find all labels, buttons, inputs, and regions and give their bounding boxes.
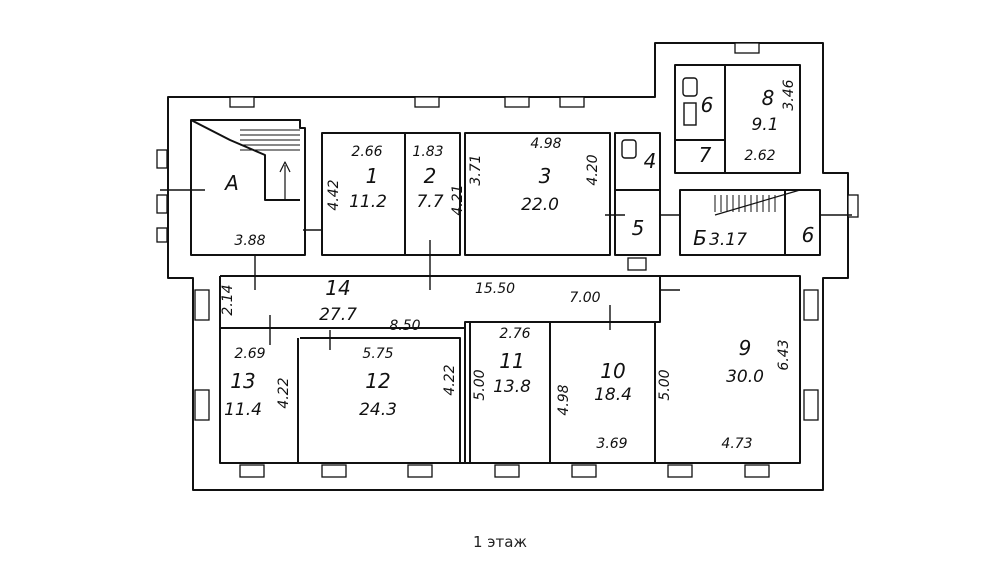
window	[156, 149, 168, 169]
room-number: 1	[366, 164, 379, 188]
stair-arrow-head	[279, 161, 291, 173]
toilet	[621, 139, 637, 159]
dimension-label: 7.00	[569, 290, 600, 306]
window	[744, 464, 770, 478]
sink	[683, 102, 697, 126]
window	[571, 464, 597, 478]
dimension-label: 5.00	[657, 369, 673, 400]
toilet	[682, 77, 698, 97]
dimension-label: 2.69	[234, 346, 265, 362]
walls	[167, 42, 849, 491]
window	[559, 96, 585, 108]
floor-caption: 1 этаж	[473, 533, 527, 551]
room-area: 13.8	[493, 377, 531, 397]
window	[734, 42, 760, 54]
window	[194, 289, 210, 321]
fixtures	[160, 77, 852, 350]
room-number: 9	[739, 336, 752, 360]
dimension-label: 3.69	[596, 436, 627, 452]
dimension-label: 5.75	[362, 346, 393, 362]
dimension-label: 2.14	[220, 284, 236, 315]
room-area: 24.3	[359, 400, 397, 420]
window	[156, 227, 168, 243]
dimension-label: 6.43	[776, 339, 792, 370]
window	[667, 464, 693, 478]
dimension-label: 4.20	[585, 154, 601, 185]
room-number: 10	[600, 359, 625, 383]
window	[239, 464, 265, 478]
room-number: 8	[762, 86, 775, 110]
window	[803, 289, 819, 321]
room-area: 27.7	[319, 305, 357, 325]
wall-segment	[679, 189, 821, 256]
room-area: 3.17	[709, 230, 747, 250]
window	[414, 96, 440, 108]
wall-segment	[190, 119, 306, 256]
stair-outline	[190, 119, 300, 201]
window	[847, 194, 859, 218]
window	[321, 464, 347, 478]
dimension-label: 5.00	[472, 369, 488, 400]
dimension-label: 3.46	[781, 79, 797, 110]
dimension-label: 4.42	[326, 179, 342, 210]
dimension-label: 4.21	[450, 184, 466, 215]
window	[494, 464, 520, 478]
dimension-label: 4.73	[721, 436, 752, 452]
stair-outline	[714, 189, 801, 216]
room-area: 7.7	[416, 192, 443, 212]
room-number: 13	[230, 369, 255, 393]
wall-segment	[167, 42, 849, 491]
wall-segment	[464, 132, 611, 256]
wall-segment	[674, 64, 801, 174]
window	[194, 389, 210, 421]
room-number: 6	[802, 223, 815, 247]
dimension-label: 4.98	[530, 136, 561, 152]
room-number: 7	[699, 143, 712, 167]
dimension-label: 3.88	[234, 233, 265, 249]
room-area: 9.1	[751, 115, 778, 135]
window	[229, 96, 255, 108]
room-number: 5	[632, 216, 645, 240]
dimension-label: 15.50	[475, 281, 515, 297]
room-number: А	[223, 171, 239, 195]
openings	[156, 42, 859, 478]
room-number: 3	[539, 164, 552, 188]
room-number: 12	[365, 369, 390, 393]
dimension-label: 2.66	[351, 144, 382, 160]
wall-segment	[300, 337, 461, 463]
dimension-label: 4.22	[276, 377, 292, 408]
room-area: 11.4	[224, 400, 262, 420]
wall-segment	[464, 276, 661, 463]
dimension-label: 1.83	[412, 144, 443, 160]
window	[803, 389, 819, 421]
room-number: 4	[644, 149, 657, 173]
wall-segment	[321, 132, 461, 256]
room-number: 6	[701, 93, 714, 117]
wall-segment	[219, 275, 801, 464]
room-number: 11	[499, 349, 524, 373]
window	[504, 96, 530, 108]
dimension-label: 8.50	[389, 318, 420, 334]
room-area: 18.4	[594, 385, 632, 405]
dimension-label: 4.22	[442, 364, 458, 395]
room-number: 14	[325, 276, 350, 300]
room-number: Б	[693, 226, 707, 250]
window	[156, 194, 168, 214]
room-area: 22.0	[521, 195, 559, 215]
dimension-label: 2.76	[499, 326, 530, 342]
room-area: 11.2	[349, 192, 387, 212]
dimension-label: 3.71	[468, 154, 484, 185]
room-number: 2	[424, 164, 437, 188]
window	[407, 464, 433, 478]
room-area: 30.0	[726, 367, 764, 387]
window	[627, 257, 647, 271]
dimension-label: 4.98	[556, 384, 572, 415]
dimension-label: 2.62	[744, 148, 775, 164]
